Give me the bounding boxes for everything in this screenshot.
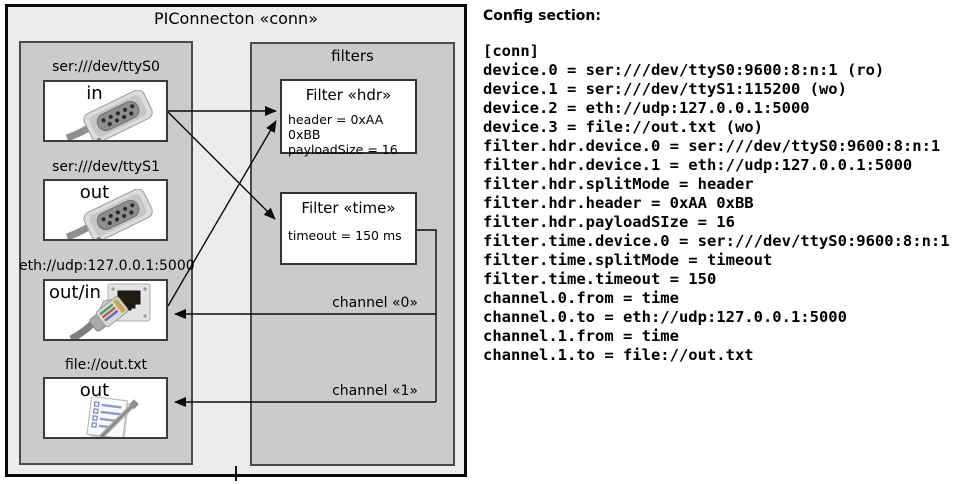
ethernet-plug-icon	[69, 296, 129, 339]
bottom-tick-mark	[235, 466, 237, 481]
device-label-file: file://out.txt	[64, 357, 148, 373]
device-direction-label: out	[79, 182, 110, 203]
filter-hdr-property: payloadSize = 16	[288, 142, 398, 157]
filters-panel-title: filters	[331, 47, 374, 65]
device-box-file: out	[43, 377, 168, 439]
device-box-ttyS1: out	[43, 179, 168, 241]
filter-time-property: timeout = 150 ms	[288, 228, 402, 243]
device-label-ttyS0: ser:///dev/ttyS0	[52, 59, 160, 75]
device-label-ttyS1: ser:///dev/ttyS1	[52, 159, 160, 175]
notepad-icon	[86, 397, 139, 437]
filter-time-title: Filter «time»	[301, 199, 396, 217]
device-box-eth: out/in	[43, 279, 168, 341]
channel-1-label: channel «1»	[332, 383, 418, 399]
filter-hdr-property: header = 0xAA 0xBB	[288, 112, 384, 142]
channel-0-label: channel «0»	[332, 295, 418, 311]
device-direction-label: out/in	[49, 282, 101, 303]
filter-hdr-title: Filter «hdr»	[305, 86, 392, 104]
diagram-title: PIConnecton «conn»	[154, 9, 318, 28]
device-direction-label: in	[86, 83, 103, 104]
config-text: [conn] device.0 = ser:///dev/ttyS0:9600:…	[483, 42, 950, 364]
filter-time-box: Filter «time» timeout = 150 ms	[280, 192, 417, 265]
device-direction-label: out	[79, 380, 110, 401]
device-box-ttyS0: in	[43, 80, 168, 142]
config-section-heading: Config section:	[483, 8, 601, 24]
filter-hdr-box: Filter «hdr» header = 0xAA 0xBB payloadS…	[280, 79, 417, 157]
serial-connector-icon	[65, 189, 153, 239]
serial-connector-icon	[65, 90, 153, 140]
device-label-eth: eth://udp:127.0.0.1:5000	[19, 258, 195, 274]
